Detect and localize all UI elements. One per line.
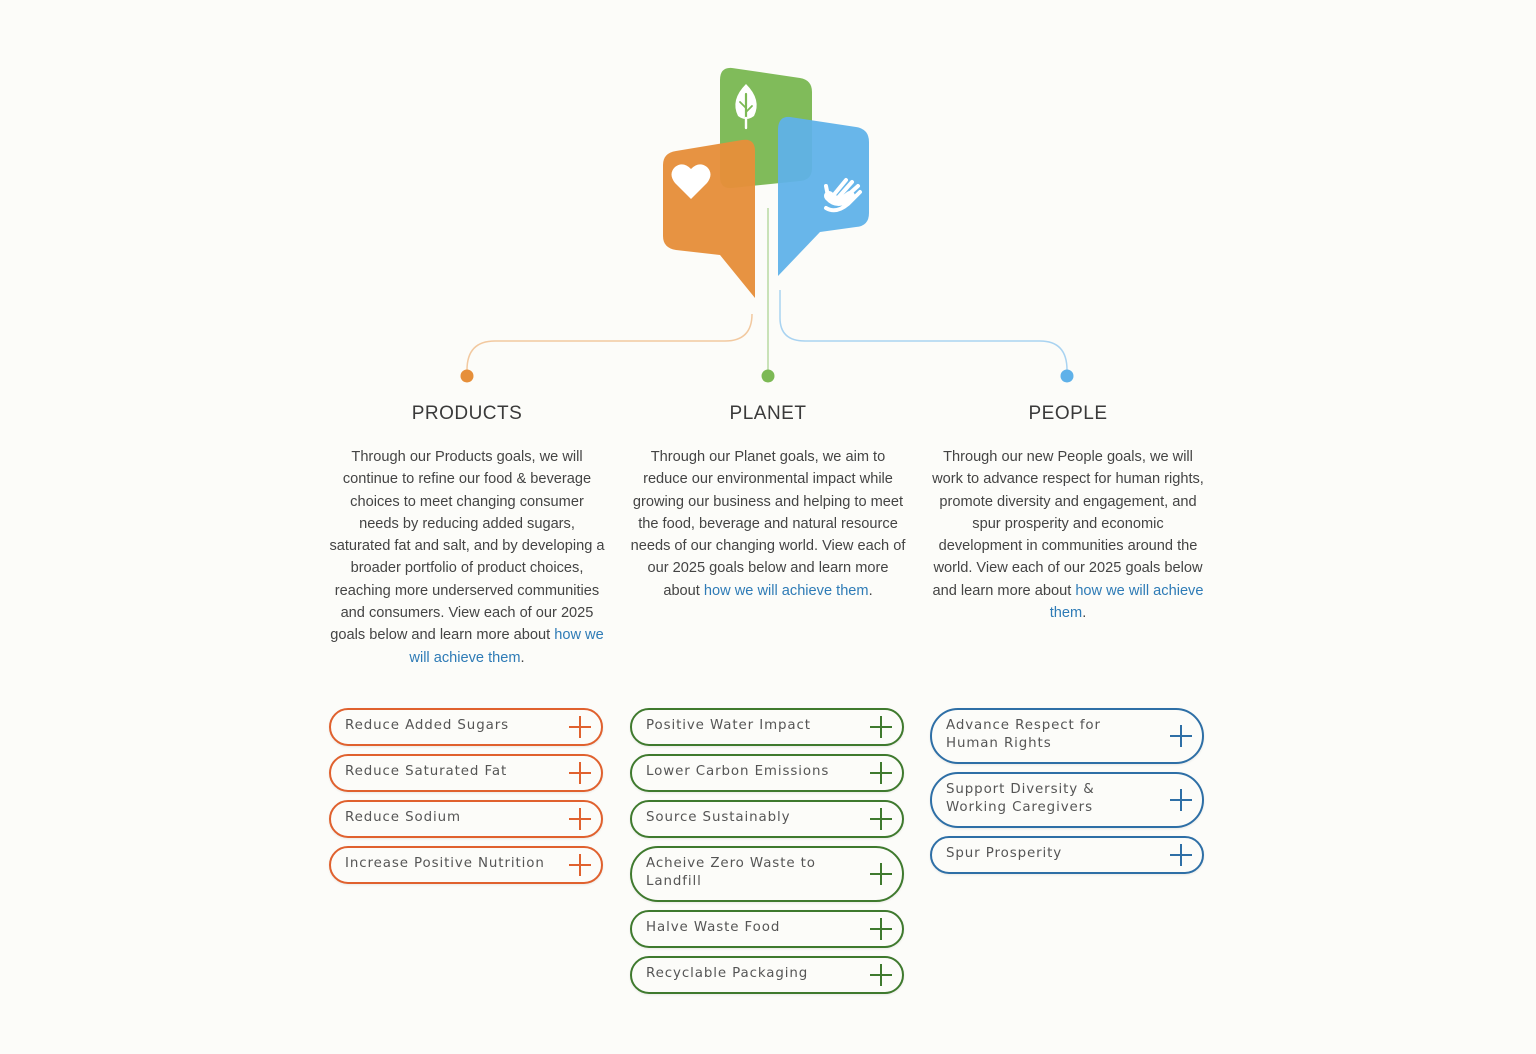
- goal-label: Reduce Sodium: [345, 810, 461, 825]
- products-column: PRODUCTS Through our Products goals, we …: [329, 400, 605, 669]
- goal-label: Reduce Saturated Fat: [345, 764, 508, 779]
- goal-advance-respect-human-rights[interactable]: Advance Respect for Human Rights: [930, 708, 1204, 764]
- people-learn-more-link[interactable]: how we will achieve them: [1049, 582, 1204, 622]
- people-goal-list: Advance Respect for Human Rights Support…: [930, 708, 1204, 882]
- goal-source-sustainably[interactable]: Source Sustainably: [630, 800, 904, 838]
- pillars-logo: [460, 67, 1074, 383]
- planet-learn-more-link[interactable]: how we will achieve them: [703, 582, 869, 599]
- people-dot: [1060, 369, 1074, 383]
- products-bubble: [663, 139, 755, 298]
- goal-label: Acheive Zero Waste to Landfill: [646, 856, 816, 889]
- leaf-icon: [735, 84, 757, 130]
- goal-label: Recyclable Packaging: [646, 966, 809, 981]
- plus-icon: [569, 854, 591, 876]
- goal-label: Increase Positive Nutrition: [345, 856, 545, 871]
- plus-icon: [569, 716, 591, 738]
- planet-dot: [761, 369, 775, 383]
- people-title: PEOPLE: [1028, 403, 1108, 424]
- plus-icon: [569, 762, 591, 784]
- products-dot: [460, 369, 474, 383]
- products-description-text: Through our Products goals, we will cont…: [329, 449, 605, 644]
- heart-icon: [671, 164, 711, 199]
- plus-icon: [870, 808, 892, 830]
- planet-title: PLANET: [729, 403, 807, 424]
- plus-icon: [870, 762, 892, 784]
- goal-spur-prosperity[interactable]: Spur Prosperity: [930, 836, 1204, 874]
- goal-label: Support Diversity & Working Caregivers: [946, 782, 1095, 815]
- plus-icon: [569, 808, 591, 830]
- hand-icon: [824, 178, 862, 213]
- products-connector: [466, 313, 753, 371]
- goal-recyclable-packaging[interactable]: Recyclable Packaging: [630, 956, 904, 994]
- plus-icon: [870, 716, 892, 738]
- goal-label: Advance Respect for Human Rights: [946, 718, 1101, 751]
- goal-halve-waste-food[interactable]: Halve Waste Food: [630, 910, 904, 948]
- planet-column: PLANET Through our Planet goals, we aim …: [630, 400, 906, 602]
- goal-label: Lower Carbon Emissions: [646, 764, 830, 779]
- goal-reduce-added-sugars[interactable]: Reduce Added Sugars: [329, 708, 603, 746]
- goal-label: Spur Prosperity: [946, 846, 1063, 861]
- goal-lower-carbon-emissions[interactable]: Lower Carbon Emissions: [630, 754, 904, 792]
- plus-icon: [1170, 844, 1192, 866]
- plus-icon: [870, 918, 892, 940]
- plus-icon: [1170, 725, 1192, 747]
- people-description: Through our new People goals, we will wo…: [932, 449, 1204, 622]
- planet-goal-list: Positive Water Impact Lower Carbon Emiss…: [630, 708, 904, 1002]
- goal-positive-water-impact[interactable]: Positive Water Impact: [630, 708, 904, 746]
- goal-increase-positive-nutrition[interactable]: Increase Positive Nutrition: [329, 846, 603, 884]
- goal-label: Positive Water Impact: [646, 718, 811, 733]
- goal-label: Reduce Added Sugars: [345, 718, 509, 733]
- goal-reduce-sodium[interactable]: Reduce Sodium: [329, 800, 603, 838]
- planet-description-text: Through our Planet goals, we aim to redu…: [630, 449, 906, 599]
- people-description-text: Through our new People goals, we will wo…: [932, 449, 1204, 599]
- people-column: PEOPLE Through our new People goals, we …: [930, 400, 1206, 624]
- products-goal-list: Reduce Added Sugars Reduce Saturated Fat…: [329, 708, 603, 892]
- plus-icon: [870, 964, 892, 986]
- plus-icon: [870, 863, 892, 885]
- products-title: PRODUCTS: [411, 403, 523, 424]
- people-connector: [779, 290, 1068, 371]
- planet-description: Through our Planet goals, we aim to redu…: [630, 449, 906, 599]
- plus-icon: [1170, 789, 1192, 811]
- goal-zero-waste-to-landfill[interactable]: Acheive Zero Waste to Landfill: [630, 846, 904, 902]
- products-description: Through our Products goals, we will cont…: [329, 449, 605, 666]
- goal-reduce-saturated-fat[interactable]: Reduce Saturated Fat: [329, 754, 603, 792]
- products-learn-more-link[interactable]: how we will achieve them: [409, 627, 604, 666]
- goal-label: Halve Waste Food: [646, 920, 781, 935]
- goal-support-diversity-caregivers[interactable]: Support Diversity & Working Caregivers: [930, 772, 1204, 828]
- goal-label: Source Sustainably: [646, 810, 791, 825]
- people-bubble: [778, 116, 869, 276]
